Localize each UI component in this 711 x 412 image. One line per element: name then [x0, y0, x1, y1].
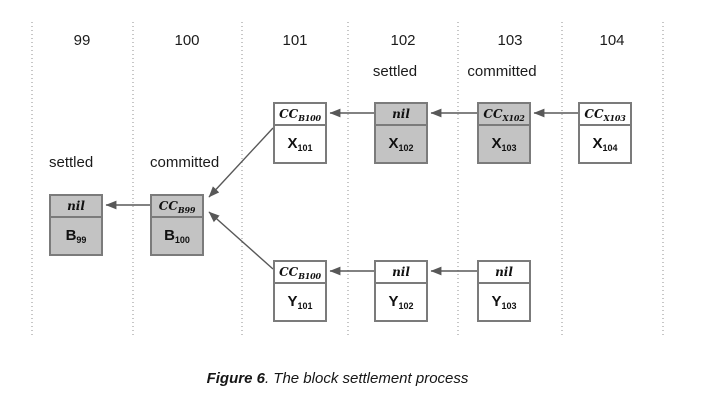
figure-caption-text: . The block settlement process: [264, 370, 469, 387]
pointer-subscript: B100: [298, 112, 321, 123]
pointer-label: nil: [67, 199, 85, 213]
block-label: X: [388, 134, 399, 152]
status-label-column-103: committed: [467, 63, 537, 80]
block-subscript: 102: [398, 143, 414, 153]
column-header-102: 102: [390, 32, 416, 49]
pointer-label: CC: [584, 107, 604, 121]
block-subscript: 104: [602, 143, 618, 153]
pointer-subscript: B100: [298, 270, 321, 281]
block-b99-pointer-cell: nil: [51, 196, 101, 218]
block-subscript: 103: [501, 143, 517, 153]
block-label: X: [592, 134, 603, 152]
block-subscript: 100: [174, 235, 190, 245]
arrow-x101-to-b100: [208, 127, 274, 198]
arrow-y101-to-b100: [208, 211, 274, 270]
figure-caption: Figure 6. The block settlement process: [0, 370, 675, 387]
column-header-101: 101: [282, 32, 308, 49]
column-header-103: 103: [497, 32, 523, 49]
block-subscript: 101: [297, 143, 313, 153]
block-label: B: [65, 226, 77, 244]
block-label: X: [287, 134, 298, 152]
block-label: Y: [388, 292, 399, 310]
pointer-label: CC: [158, 199, 178, 213]
pointer-arrows: [105, 108, 578, 276]
status-label-b100: committed: [150, 154, 220, 171]
status-label-b99: settled: [49, 154, 94, 171]
column-header-104: 104: [599, 32, 625, 49]
pointer-label: CC: [483, 107, 503, 121]
figure-caption-number: Figure 6: [206, 370, 265, 387]
block-label: Y: [491, 292, 502, 310]
pointer-label: CC: [279, 265, 299, 279]
block-subscript: 99: [76, 235, 87, 245]
block-y102-pointer-cell: nil: [376, 262, 426, 284]
block-y103-pointer-cell: nil: [479, 262, 529, 284]
pointer-label: nil: [392, 265, 410, 279]
block-label: Y: [287, 292, 298, 310]
pointer-subscript: X103: [603, 112, 626, 123]
block-subscript: 101: [297, 301, 313, 311]
block-label: B: [164, 226, 175, 244]
column-separators: [31, 22, 664, 338]
pointer-label: CC: [279, 107, 299, 121]
block-subscript: 103: [501, 301, 517, 311]
pointer-label: nil: [392, 107, 410, 121]
block-subscript: 102: [398, 301, 414, 311]
column-header-99: 99: [73, 32, 91, 49]
status-label-column-102: settled: [372, 63, 418, 80]
block-label: X: [491, 134, 502, 152]
column-header-100: 100: [174, 32, 200, 49]
pointer-subscript: X102: [502, 112, 525, 123]
pointer-subscript: B99: [177, 204, 196, 215]
pointer-label: nil: [495, 265, 513, 279]
block-x102-pointer-cell: nil: [376, 104, 426, 126]
